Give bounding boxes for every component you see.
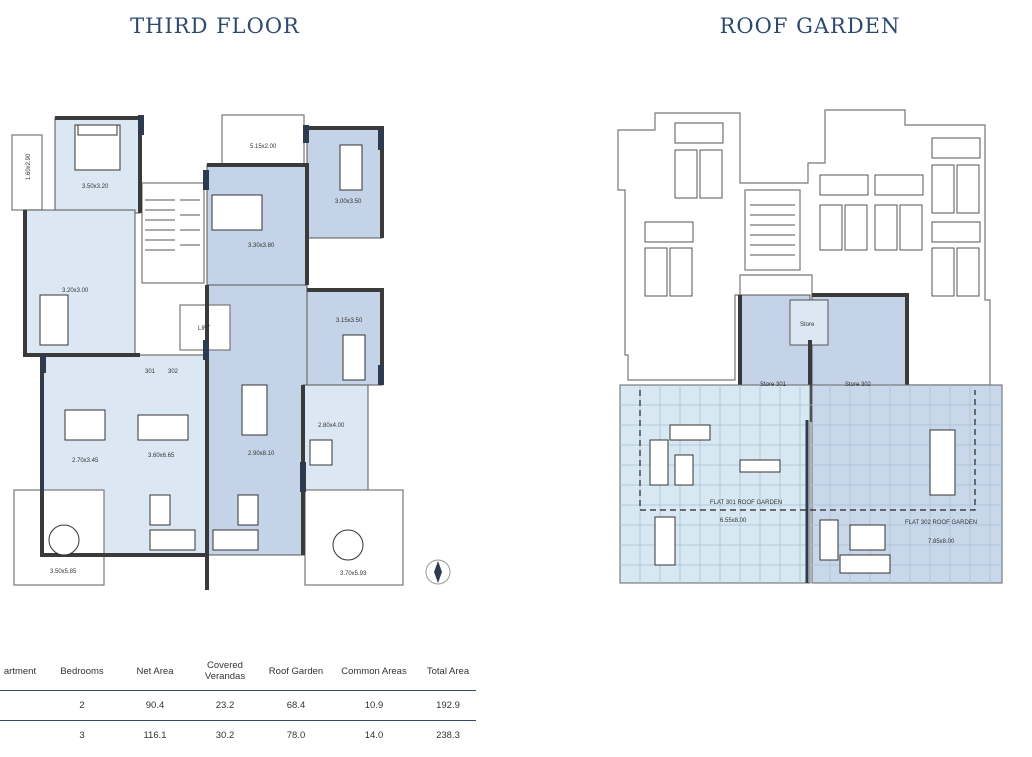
table-row: 3 116.1 30.2 78.0 14.0 238.3 (0, 721, 476, 751)
bed-2 (39, 294, 69, 346)
cell: 14.0 (364, 730, 384, 741)
cell: 78.0 (286, 730, 306, 741)
label-flat302: 302 (168, 369, 179, 375)
header-apartment: artment (0, 652, 40, 691)
stair-treads (145, 199, 200, 251)
cell: 192.9 (420, 690, 476, 721)
area-table: artment Bedrooms Net Area Covered Verand… (0, 652, 476, 750)
dining-table-left (137, 414, 189, 441)
label-kitchen-right: 2.80x4.00 (318, 423, 345, 429)
label-balcony-small: 1.60x2.90 (26, 153, 32, 180)
label-lift: LIFT (198, 326, 211, 332)
header-roof-garden: Roof Garden (264, 652, 328, 691)
coffee-table-left (149, 494, 171, 526)
label-living-left: 2.70x3.45 (72, 458, 99, 464)
label-terrace-left: 3.50x5.85 (50, 569, 77, 575)
label-flat301: 301 (145, 369, 156, 375)
header-covered-verandas: Covered Verandas (186, 652, 264, 691)
cell: 68.4 (264, 690, 328, 721)
terrace-table-left (48, 524, 80, 556)
third-floor-title: THIRD FLOOR (130, 14, 300, 38)
cell (0, 690, 40, 721)
label-master-bed: 3.30x3.80 (248, 243, 275, 249)
label-bedroom2: 3.20x3.00 (62, 288, 89, 294)
label-living-right: 2.90x8.10 (248, 451, 275, 457)
terrace-table-right (332, 529, 364, 561)
cell: 3 (79, 730, 85, 741)
compass-icon (425, 559, 451, 585)
header-common-areas: Common Areas (328, 652, 420, 691)
master-bed (211, 194, 263, 231)
cell: 90.4 (124, 690, 186, 721)
cell: 30.2 (215, 730, 235, 741)
dining-table-right (241, 384, 268, 436)
kitchen-table (309, 439, 333, 466)
kitchen-island (64, 409, 106, 441)
cell: 238.3 (436, 730, 460, 741)
cell: 23.2 (186, 690, 264, 721)
label-bedroom-mr: 3.15x3.50 (336, 318, 363, 324)
roof-garden-title: ROOF GARDEN (719, 14, 901, 38)
stair-core (141, 182, 205, 284)
cell: 2 (40, 690, 124, 721)
header-total-area: Total Area (420, 652, 476, 691)
sofa-left (149, 529, 196, 551)
balcony-top (221, 114, 305, 166)
coffee-table-right (237, 494, 259, 526)
cell (0, 721, 40, 751)
label-terrace-right: 3.70x5.93 (340, 571, 367, 577)
bed-mr (342, 334, 366, 381)
table-header-row: artment Bedrooms Net Area Covered Verand… (0, 652, 476, 691)
sofa-right (212, 529, 259, 551)
cell: 116.1 (143, 730, 167, 741)
kitchen-right (302, 384, 369, 491)
label-bedroom1: 3.50x3.20 (82, 184, 109, 190)
third-floor-plan: 3.50x3.20 1.60x2.90 3.20x3.00 2.70x3.45 … (11, 114, 451, 590)
label-dining-left: 3.60x6.65 (148, 453, 175, 459)
bed-tr (339, 144, 363, 191)
header-bedrooms: Bedrooms (40, 652, 124, 691)
label-bedroom-tr: 3.00x3.50 (335, 199, 362, 205)
table-row: 2 90.4 23.2 68.4 10.9 192.9 (0, 690, 476, 721)
header-net-area: Net Area (124, 652, 186, 691)
cell: 10.9 (328, 690, 420, 721)
label-balcony-top: 5.15x2.00 (250, 144, 277, 150)
bed-1-pillow (77, 124, 118, 136)
